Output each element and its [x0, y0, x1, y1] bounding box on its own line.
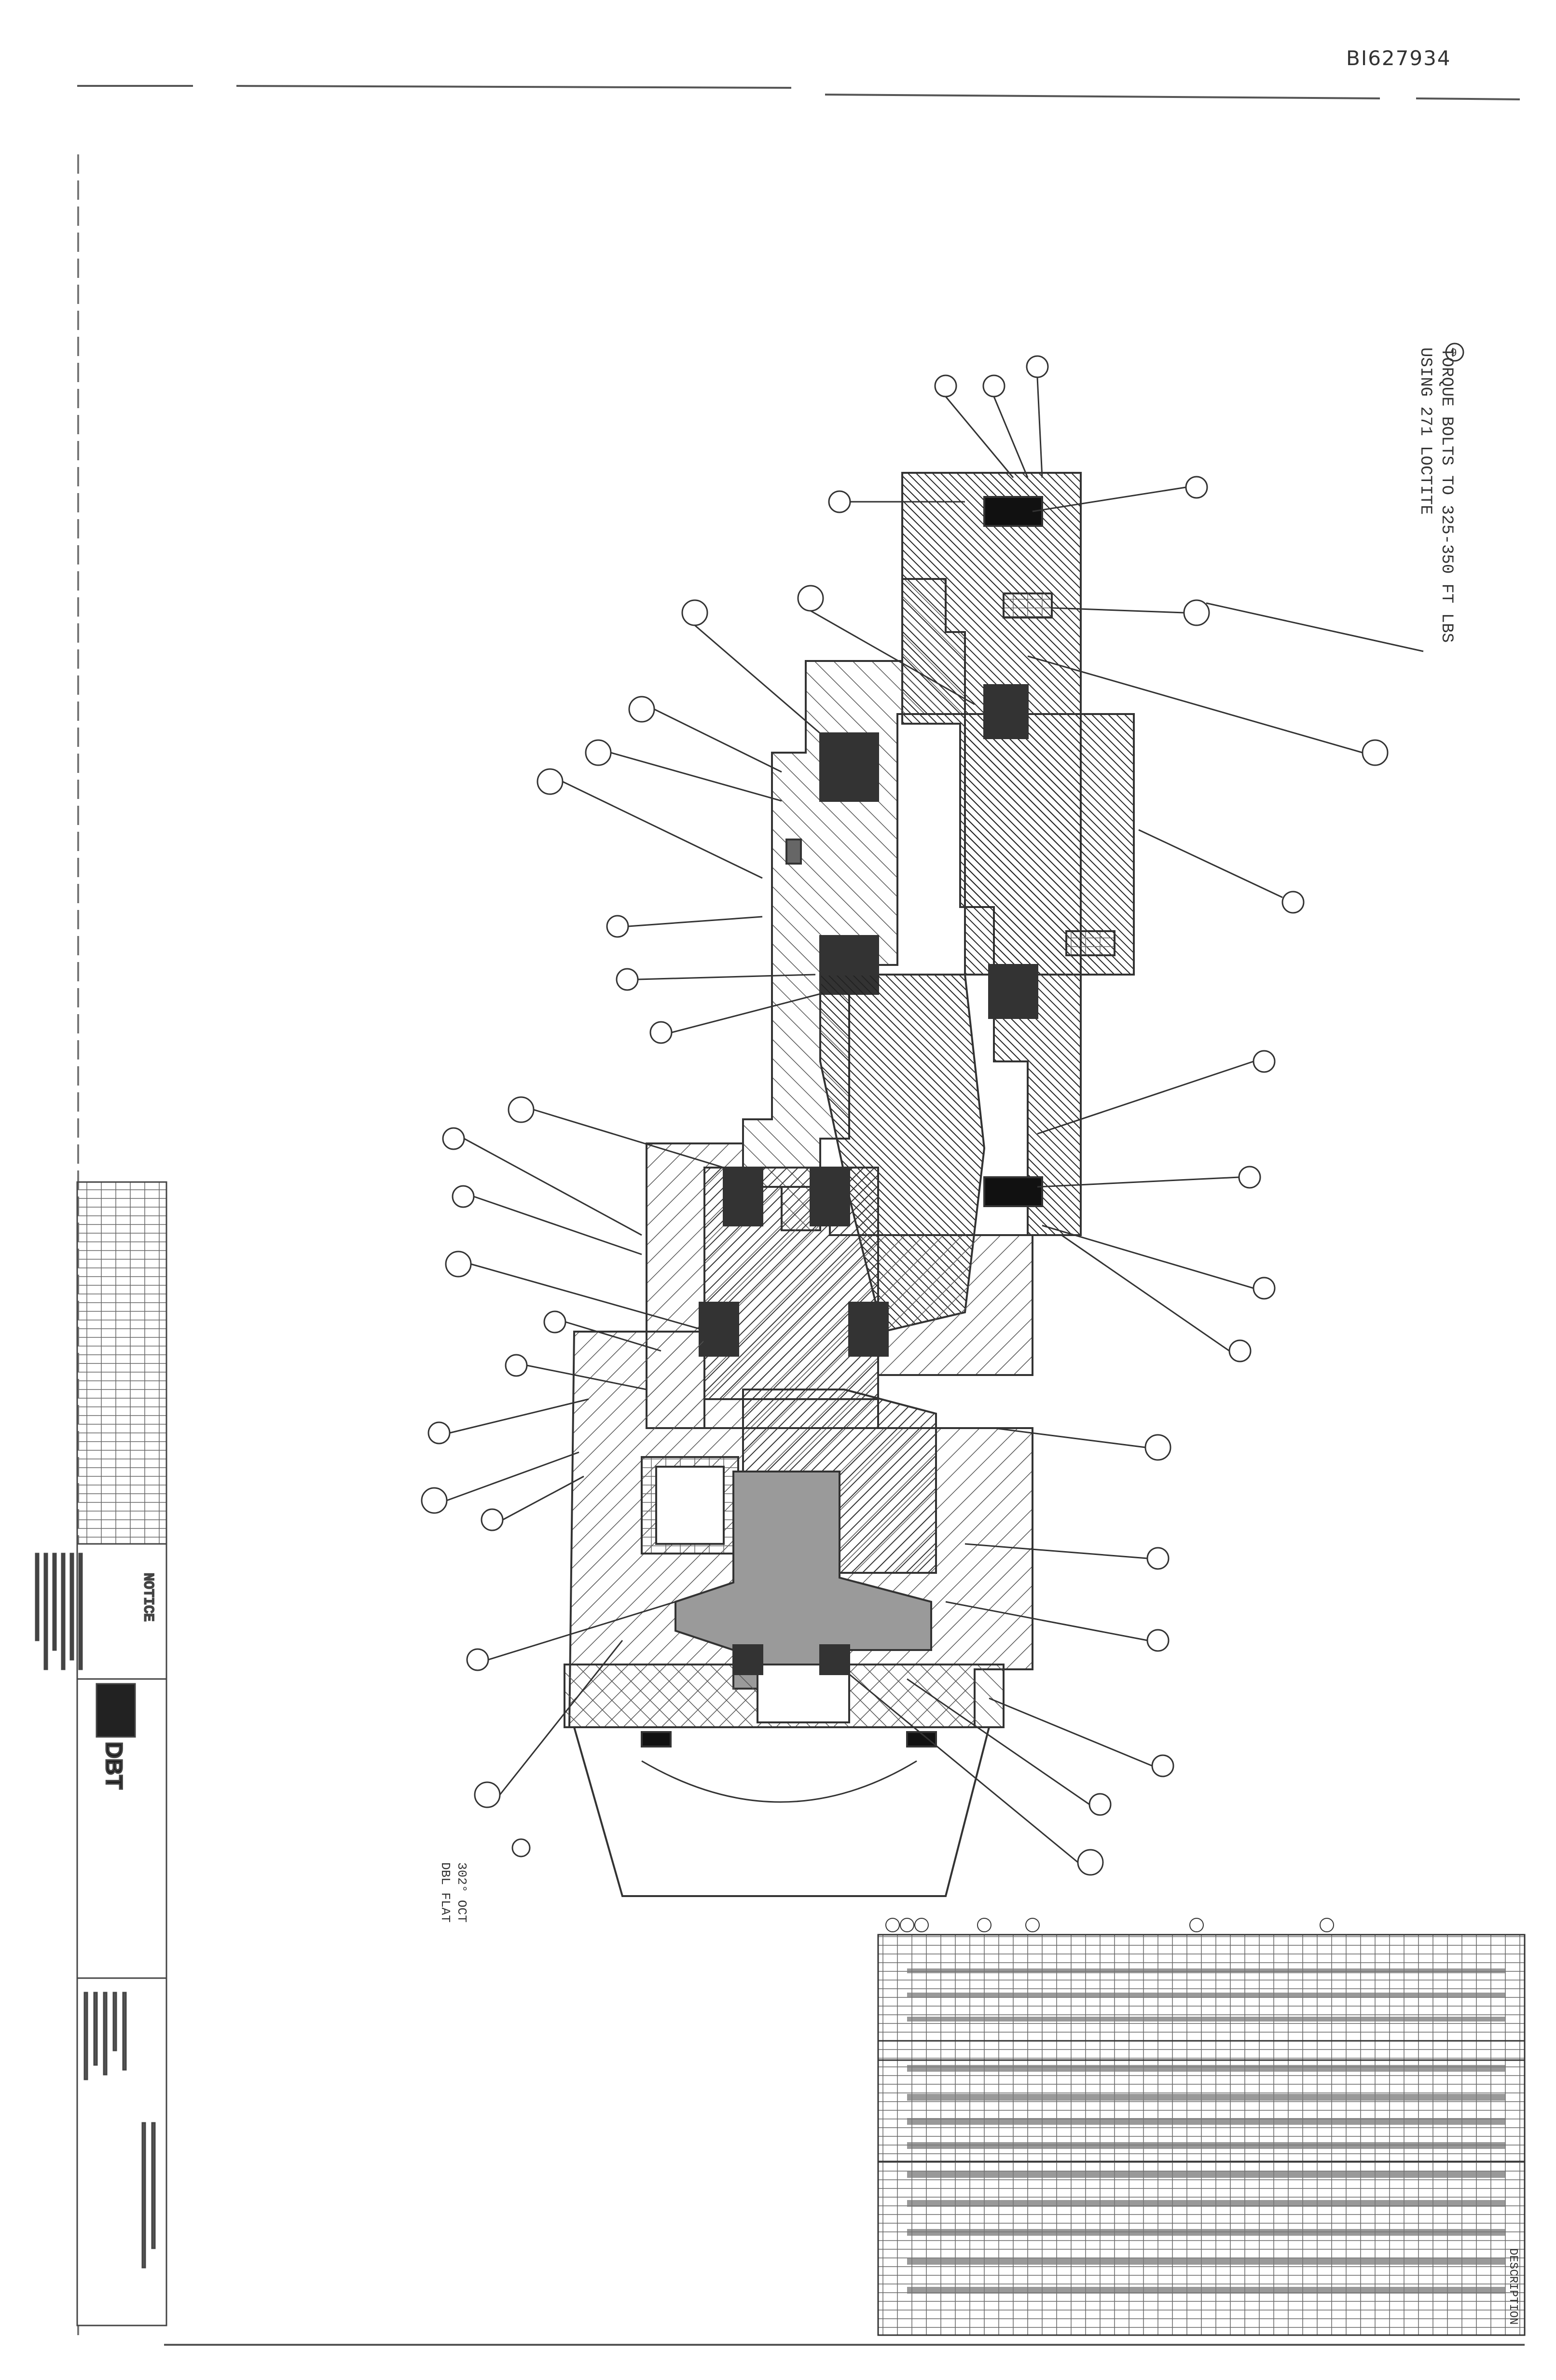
callout-3-39 [616, 968, 821, 1044]
flat-note: 302° OCT DBL FLAT [438, 1862, 469, 1923]
callout-32 [466, 1601, 676, 1671]
callout-45 [907, 1678, 1112, 1816]
upper-bearing-3 [988, 964, 1038, 1019]
top-border [77, 85, 1520, 100]
callout-41-42 [945, 1543, 1170, 1652]
bearing-bottom-2 [819, 1644, 850, 1675]
callout-bubbles [421, 355, 1389, 1876]
motor-adapter [573, 1727, 990, 1897]
logo-text: DBT [101, 1742, 126, 1789]
callout-27-28 [445, 1251, 710, 1390]
torque-note-line-2: USING 271 LOCTITE [1416, 347, 1434, 515]
parts-list: DESCRIPTION [877, 1918, 1526, 2336]
callout-40 [993, 1427, 1171, 1461]
seal-mid [983, 1176, 1043, 1207]
callout-15-18 [537, 696, 782, 879]
callout-26 [452, 1185, 642, 1255]
bolt-top [1003, 592, 1053, 619]
logo-mark [96, 1683, 136, 1738]
upper-bearing-1 [819, 732, 879, 802]
callout-8 [511, 1838, 531, 1857]
callout-2 [606, 915, 763, 938]
callout-22-19 [934, 355, 1049, 478]
flat-note-line-2: DBL FLAT [438, 1862, 453, 1923]
torque-note-callout: 9 [1451, 346, 1457, 358]
upper-bearing-2 [983, 684, 1029, 739]
callout-30-31 [421, 1451, 584, 1531]
callout-34 [1138, 829, 1305, 914]
notice-title: NOTICE [140, 1573, 155, 1622]
parts-list-title: DESCRIPTION [1506, 2248, 1519, 2325]
callout-23 [1032, 476, 1208, 512]
bolt-left [785, 839, 802, 865]
document-number: BI627934 [1346, 46, 1451, 70]
mid-bearing-2 [810, 1167, 850, 1226]
callout-33-5 [474, 1640, 623, 1808]
bolt-right [1065, 930, 1115, 956]
mid-bearing-4 [848, 1302, 889, 1357]
callout-9-10 [1051, 599, 1210, 626]
callout-6-7 [849, 1673, 1104, 1876]
mid-bearing-3 [699, 1302, 739, 1357]
title-block: NOTICE DBT [35, 1181, 167, 2326]
callout-43 [989, 1697, 1174, 1777]
adapter-arc [641, 1760, 917, 1803]
bearing-bottom-1 [732, 1644, 763, 1675]
flat-note-line-1: 302° OCT [454, 1862, 469, 1923]
cross-section-assembly [564, 472, 1135, 1897]
mid-bearing-1 [723, 1167, 763, 1226]
callout-38 [1037, 1050, 1276, 1135]
callout-11-12 [681, 585, 975, 734]
callout-29 [427, 1398, 589, 1445]
torque-note-line-1: TORQUE BOLTS TO 325-350 FT LBS [1437, 347, 1456, 643]
torque-note: TORQUE BOLTS TO 325-350 FT LBS USING 271… [1416, 347, 1456, 643]
callout-24-25 [442, 1096, 724, 1236]
output-carrier [964, 713, 1135, 976]
callout-37 [828, 490, 965, 513]
callout-44-35 [1042, 1224, 1276, 1362]
callout-1-13 [1027, 655, 1389, 766]
callout-36 [1037, 1166, 1261, 1189]
planet-cage [655, 1466, 725, 1545]
